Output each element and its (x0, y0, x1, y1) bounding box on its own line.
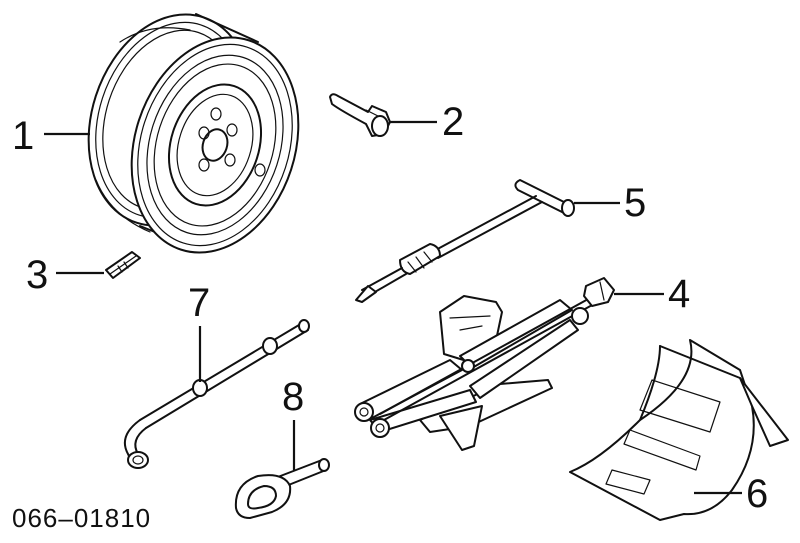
callout-1: 1 (12, 114, 34, 158)
callout-4: 4 (668, 272, 690, 316)
tow-hook-illustration (234, 458, 330, 519)
callout-2: 2 (442, 100, 464, 144)
balance-weight-illustration (105, 251, 141, 279)
scissor-jack-illustration (354, 277, 615, 451)
wheel-chock-illustration (569, 339, 789, 521)
callout-7: 7 (188, 281, 210, 325)
lug-wrench-illustration (124, 319, 310, 469)
callout-5: 5 (624, 181, 646, 225)
callout-6: 6 (746, 472, 768, 516)
callout-8: 8 (282, 375, 304, 419)
part-number: 066–01810 (12, 503, 152, 533)
spare-wheel-illustration (87, 13, 300, 254)
callout-3: 3 (26, 253, 48, 297)
valve-stem-illustration (329, 93, 391, 137)
jack-handle-illustration (355, 179, 575, 303)
leader-lines (44, 120, 742, 495)
